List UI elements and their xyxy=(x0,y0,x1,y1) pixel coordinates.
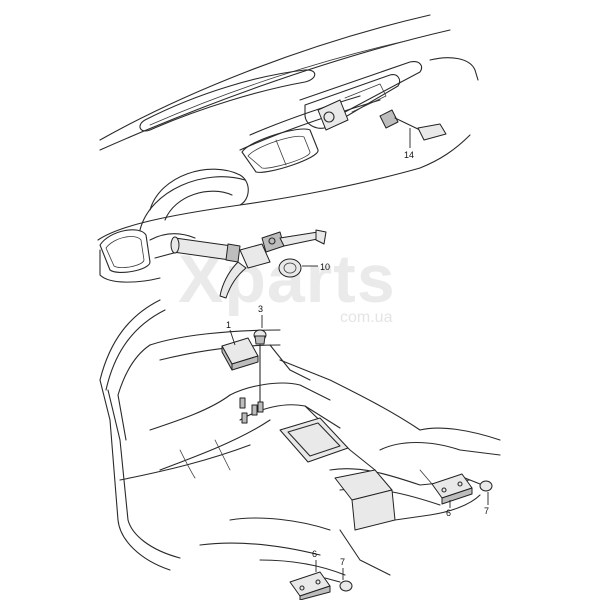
callout-7-right: 7 xyxy=(484,506,489,516)
part-1-control-unit xyxy=(221,329,259,371)
callout-7-lower: 7 xyxy=(340,557,345,567)
part-6-sensor-right xyxy=(419,469,473,508)
floor-structure xyxy=(99,299,501,576)
part-3-bolt xyxy=(239,315,267,424)
part-14-connector xyxy=(379,109,447,148)
glovebox-area xyxy=(304,74,401,131)
callout-6-lower: 6 xyxy=(312,549,317,559)
callout-10: 10 xyxy=(320,262,330,272)
part-10-steering-switch xyxy=(170,229,327,299)
part-7-bolt-lower xyxy=(324,568,353,592)
callout-14: 14 xyxy=(404,150,414,160)
watermark-domain: com.ua xyxy=(340,309,393,326)
dashboard-outline xyxy=(97,14,479,283)
callout-labels: 1 3 6 7 6 7 10 14 xyxy=(226,150,489,567)
callout-6-right: 6 xyxy=(446,508,451,518)
part-7-bolt-right xyxy=(464,477,493,505)
part-6-sensor-lower xyxy=(289,560,331,600)
callout-1: 1 xyxy=(226,320,231,330)
callout-3: 3 xyxy=(258,304,263,314)
